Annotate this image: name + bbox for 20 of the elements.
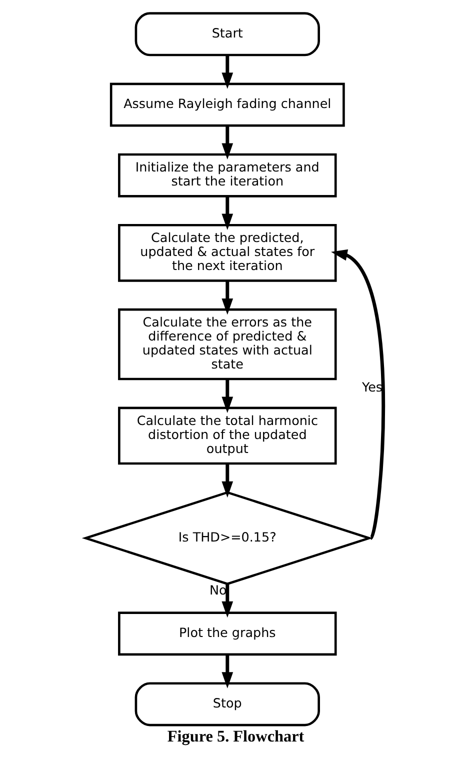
node-box: Assume Rayleigh fading channel <box>110 82 345 127</box>
node-box: Calculate the errors as the difference of predicted & updated states with actual state <box>118 308 337 380</box>
arrow <box>331 249 386 539</box>
node-diamond: Is THD>=0.15? <box>82 491 373 586</box>
node-box: Calculate the total harmonic distortion of the updated output <box>118 406 337 465</box>
arrow <box>222 464 234 498</box>
node-box: Start <box>134 12 320 56</box>
arrow <box>222 379 234 414</box>
arrow <box>222 280 234 315</box>
node-box: Stop <box>134 682 320 726</box>
node-box: Plot the graphs <box>118 612 337 656</box>
arrow <box>222 126 234 160</box>
arrow <box>222 196 234 230</box>
node-box: Initialize the parameters and start the iteration <box>118 153 337 198</box>
edge-label: Yes <box>362 380 383 396</box>
arrow <box>222 584 234 618</box>
caption: Figure 5. Flowchart <box>167 728 304 746</box>
arrow <box>222 55 234 89</box>
node-box: Calculate the predicted, updated & actual states for the next iteration <box>118 224 337 282</box>
arrow <box>222 654 234 688</box>
